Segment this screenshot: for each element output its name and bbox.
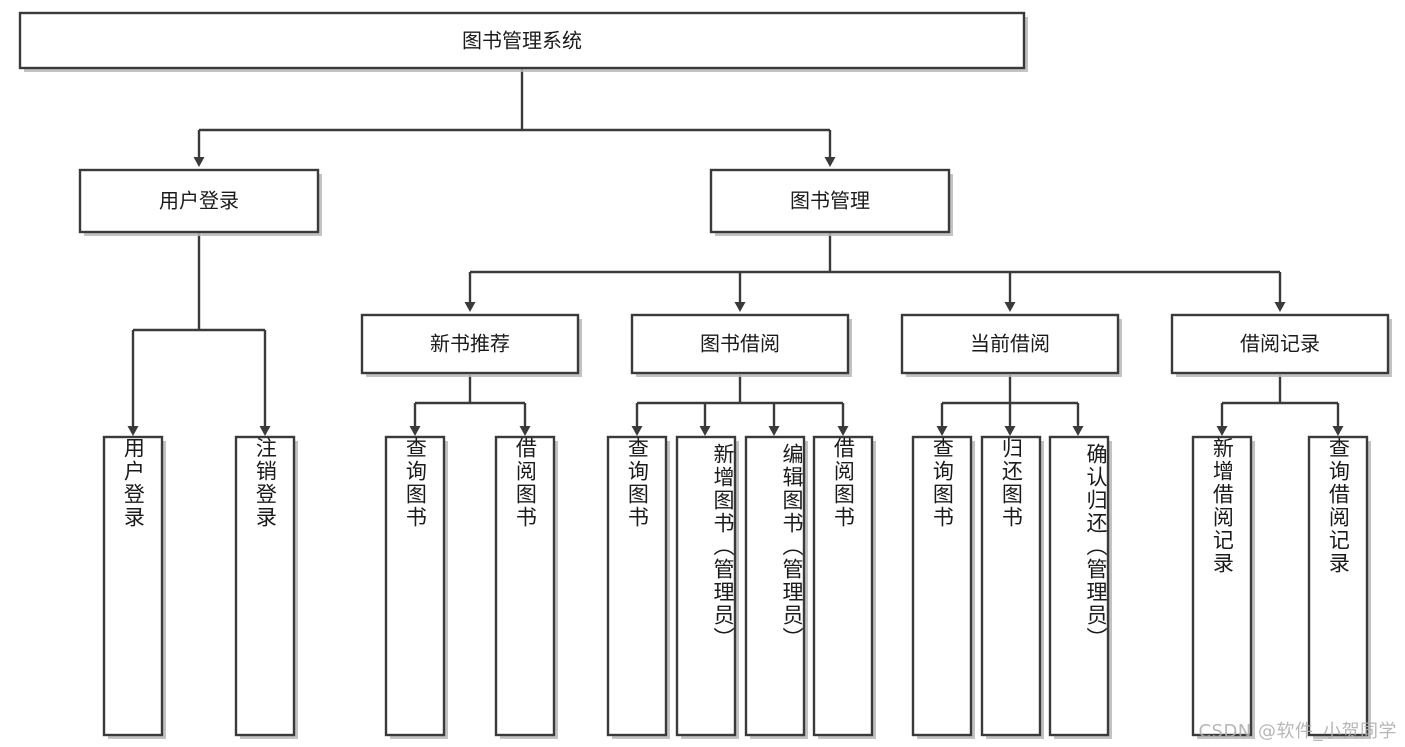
node-root[interactable]: 图书管理系统: [18, 11, 1028, 72]
node-book-manage[interactable]: 图书管理: [709, 168, 953, 236]
current-borrow-box[interactable]: [900, 313, 1120, 375]
leaf-box-user-login[interactable]: [102, 435, 164, 737]
book-borrow-box[interactable]: [630, 313, 850, 375]
leaf-box-query-record[interactable]: [1307, 435, 1369, 737]
leaf-box-user-logout[interactable]: [234, 435, 296, 737]
leaf-box-query-book-3[interactable]: [911, 435, 973, 737]
leaf-box-return-book[interactable]: [980, 435, 1042, 737]
book-manage-box[interactable]: [709, 168, 951, 234]
new-book-rec-box[interactable]: [360, 313, 580, 375]
borrow-record-box[interactable]: [1170, 313, 1390, 375]
leaf-box-borrow-book-2[interactable]: [812, 435, 874, 737]
root-box[interactable]: [18, 11, 1026, 70]
node-book-borrow[interactable]: 图书借阅: [630, 313, 852, 377]
book-manage-label: 图书管理: [790, 189, 870, 213]
leaf-box-edit-book[interactable]: [744, 435, 806, 737]
leaf-box-query-book-1[interactable]: [384, 435, 446, 737]
leaf-box-query-book-2[interactable]: [606, 435, 668, 737]
new-book-rec-label: 新书推荐: [430, 332, 510, 356]
csdn-watermark: CSDN @软件_小贺同学: [1198, 721, 1397, 742]
borrow-record-label: 借阅记录: [1240, 332, 1320, 356]
leaf-box-borrow-book-1[interactable]: [494, 435, 556, 737]
leaf-box-add-book[interactable]: [675, 435, 737, 737]
current-borrow-label: 当前借阅: [970, 332, 1050, 356]
connector-layer: [127, 68, 1344, 436]
leaf-box-add-record[interactable]: [1191, 435, 1253, 737]
node-borrow-record[interactable]: 借阅记录: [1170, 313, 1392, 377]
leaf-box-confirm-return[interactable]: [1048, 435, 1110, 737]
node-user-login[interactable]: 用户登录: [78, 168, 322, 236]
node-current-borrow[interactable]: 当前借阅: [900, 313, 1122, 377]
node-new-book-rec[interactable]: 新书推荐: [360, 313, 582, 377]
user-login-box[interactable]: [78, 168, 320, 234]
root-label: 图书管理系统: [462, 29, 582, 53]
leaf-box-layer: [102, 435, 1371, 739]
book-borrow-label: 图书借阅: [700, 332, 780, 356]
user-login-label: 用户登录: [159, 189, 239, 213]
